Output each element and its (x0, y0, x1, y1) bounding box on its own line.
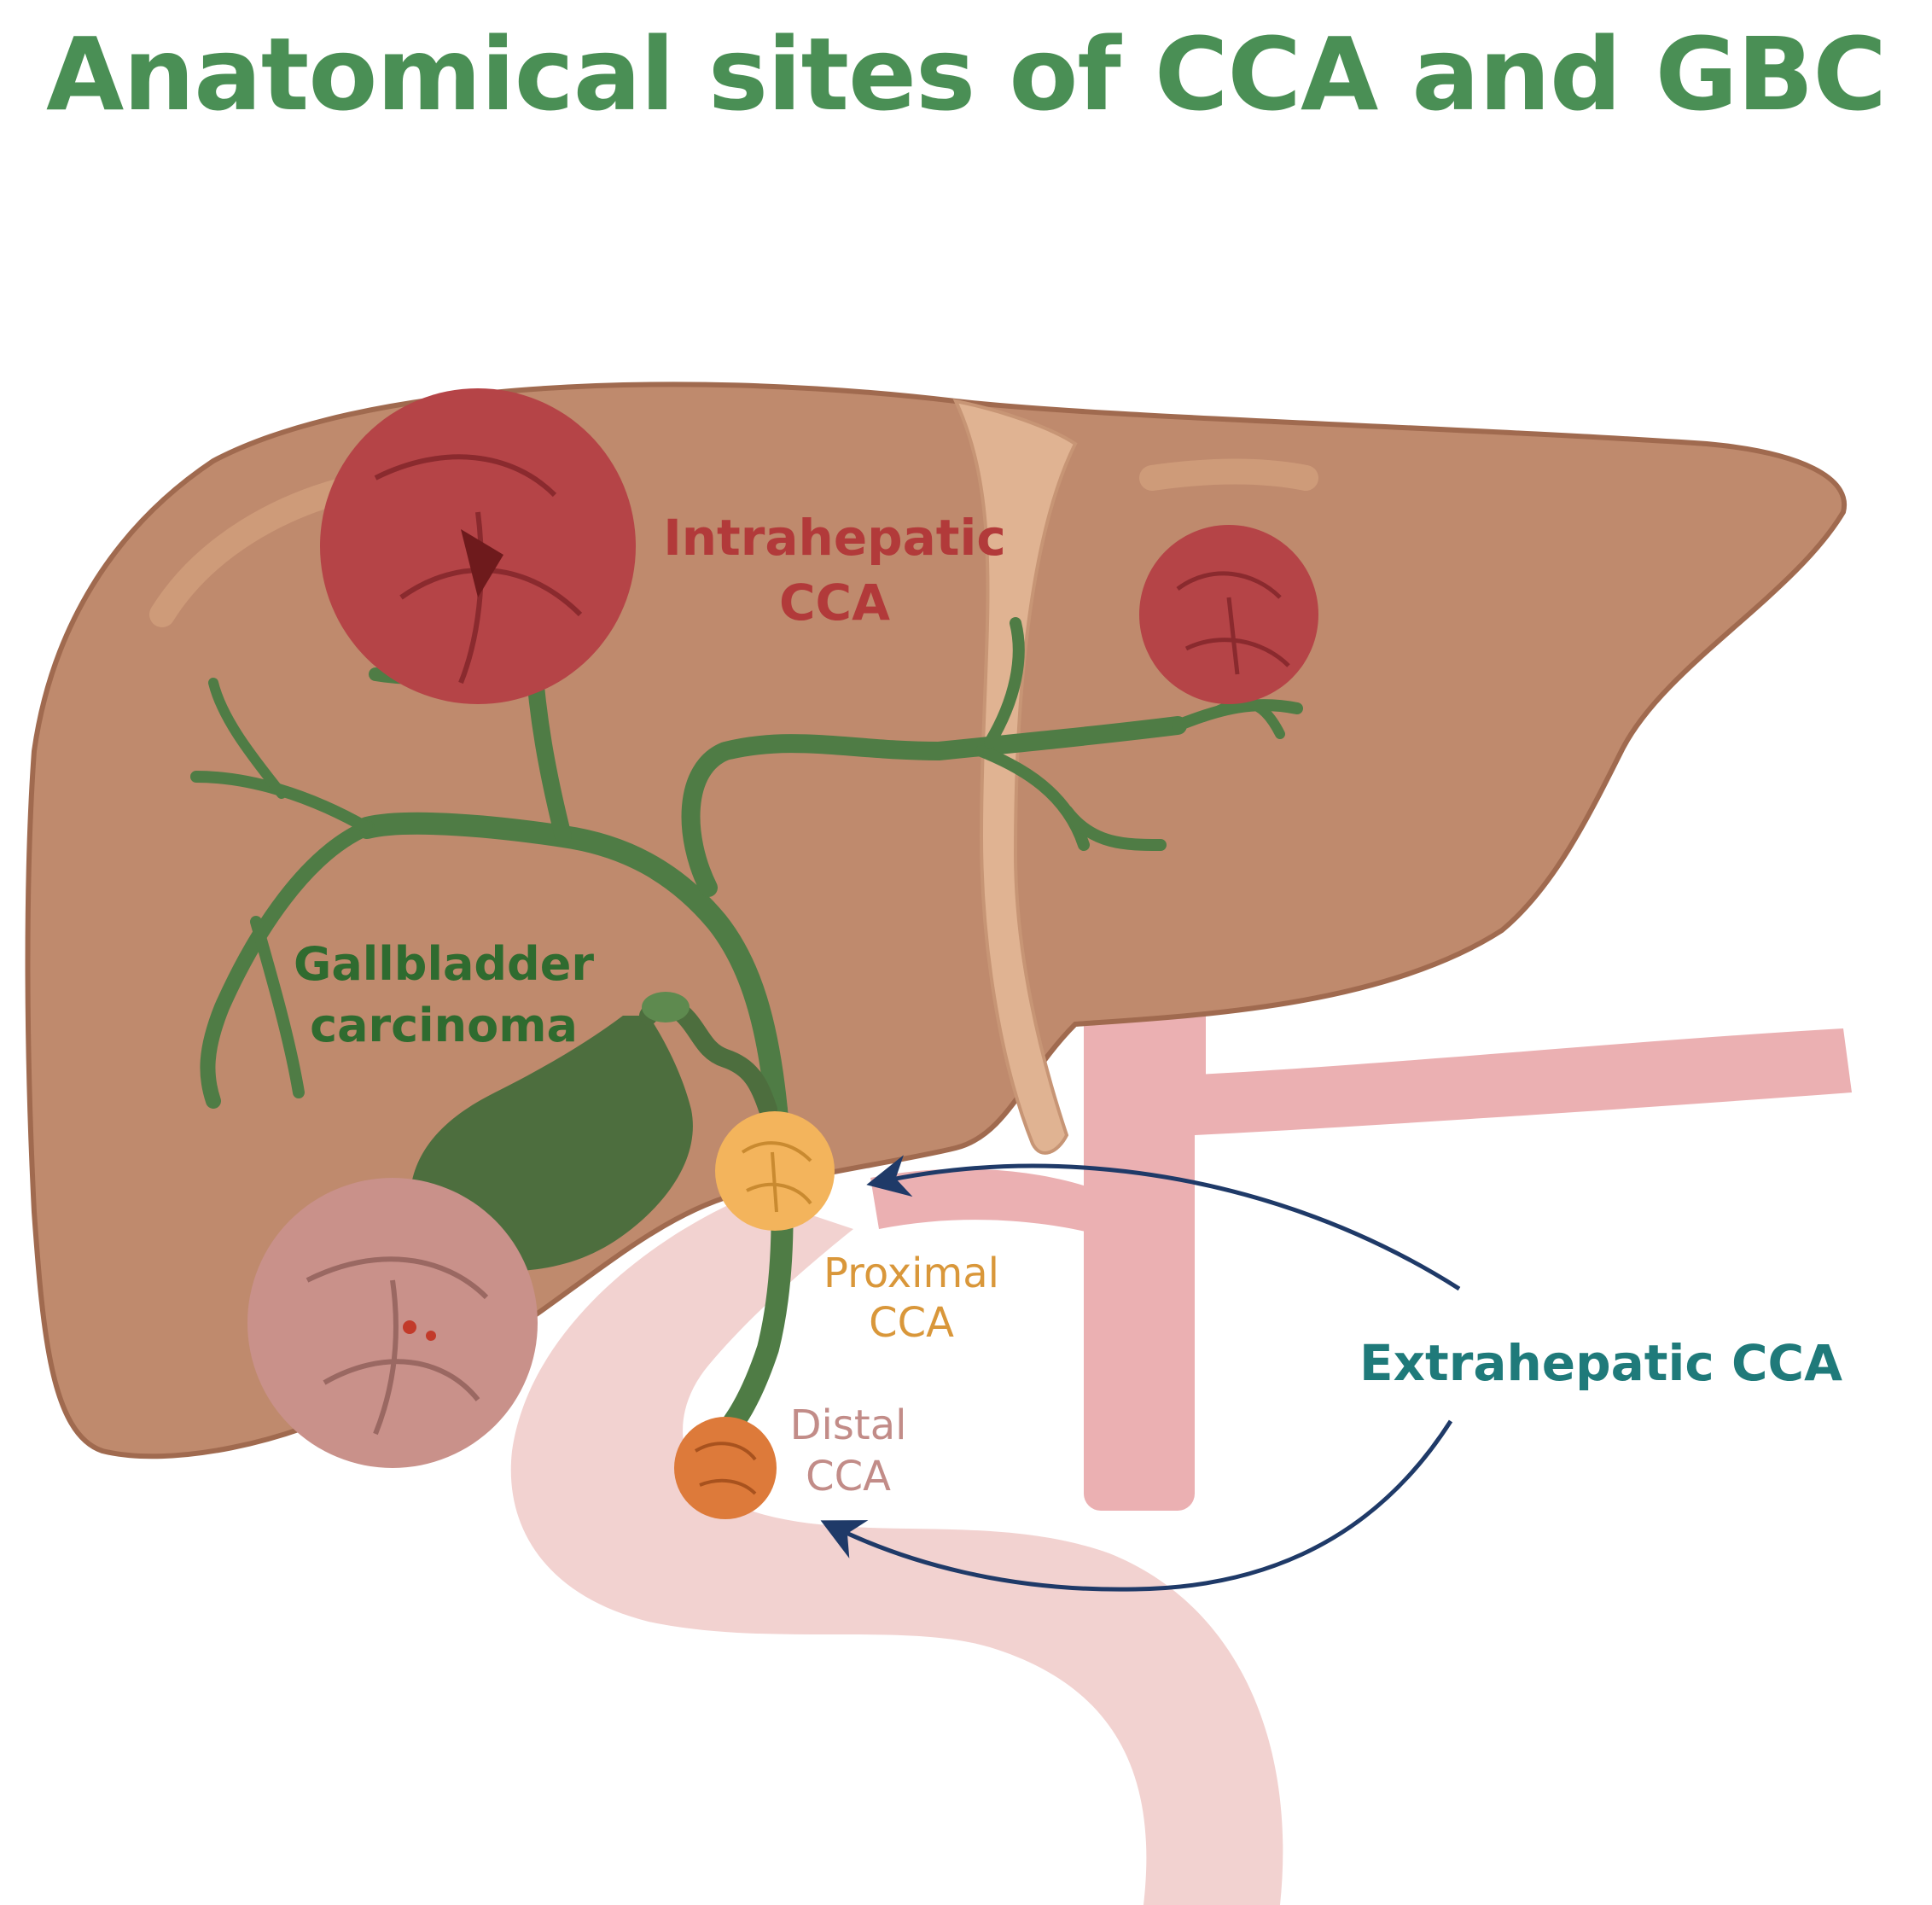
duodenum (510, 1195, 1283, 1905)
label-extrahepatic: Extrahepatic CCA (1359, 1334, 1842, 1392)
label-distal-line1: Distal (790, 1401, 907, 1449)
tumor-intrahepatic-large (320, 388, 636, 704)
vessels (870, 964, 1852, 1511)
label-proximal-line1: Proximal (823, 1250, 999, 1297)
tumor-distal (674, 1417, 777, 1519)
label-intrahepatic-line2: CCA (779, 574, 890, 632)
tumor-proximal (715, 1111, 835, 1231)
label-proximal-line2: CCA (869, 1299, 954, 1347)
tumor-intrahepatic-small (1139, 525, 1318, 704)
label-gallbladder-line1: Gallbladder (294, 937, 594, 991)
label-intrahepatic-line1: Intrahepatic (663, 509, 1006, 567)
page-title: Anatomical sites of CCA and GBC (45, 15, 1887, 133)
label-gallbladder-line2: carcinoma (310, 999, 578, 1052)
arrow-to-distal (820, 1419, 1453, 1592)
arrow-to-proximal (866, 1155, 1461, 1291)
tumor-gallbladder (247, 1178, 538, 1468)
label-distal-line2: CCA (806, 1453, 891, 1500)
